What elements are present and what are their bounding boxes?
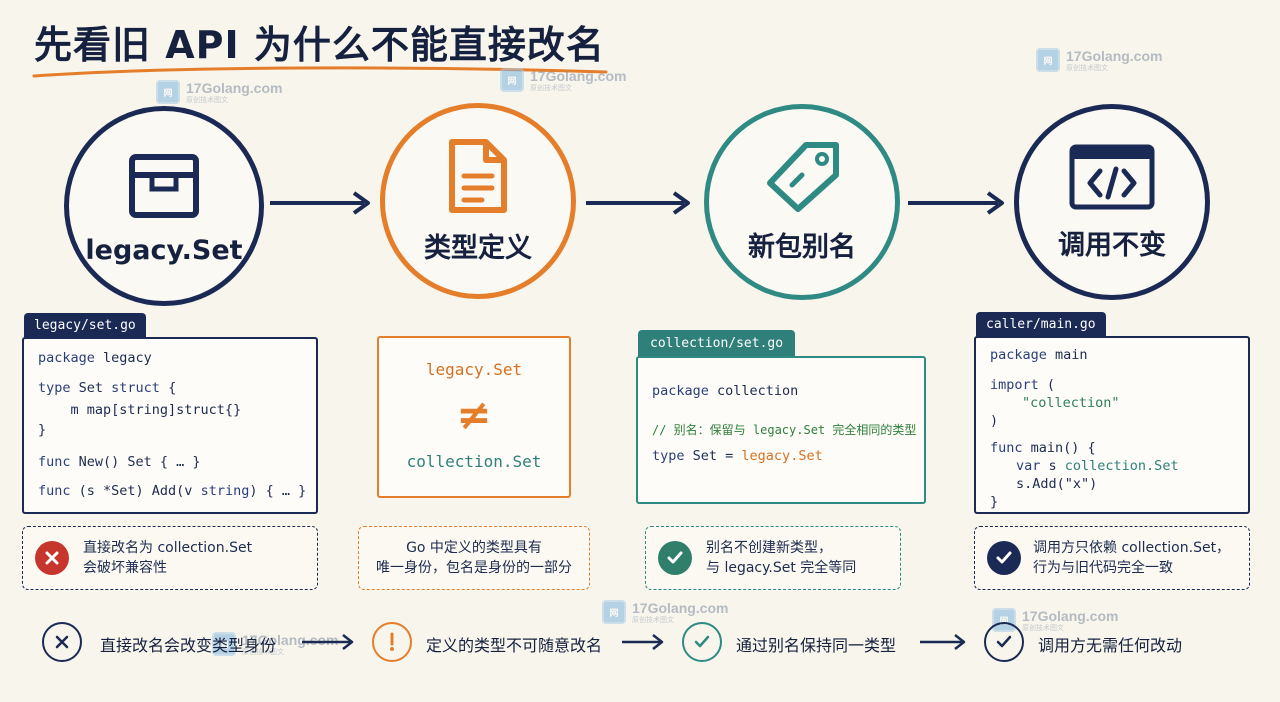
step-label: legacy.Set bbox=[85, 234, 243, 266]
code-line: m map[string]struct{} bbox=[38, 402, 242, 418]
page-title: 先看旧 API 为什么不能直接改名 bbox=[34, 23, 605, 67]
code-line: import ( bbox=[990, 377, 1056, 393]
note-line: Go 中定义的类型具有 bbox=[406, 539, 542, 556]
tag-icon bbox=[767, 141, 839, 212]
watermark-sub: 原创技术图文 bbox=[1022, 623, 1064, 632]
summary-arrow bbox=[920, 634, 966, 650]
step-circle-legacy-set: legacy.Set bbox=[64, 106, 264, 306]
summary-text: 定义的类型不可随意改名 bbox=[426, 636, 603, 655]
note-type-identity: Go 中定义的类型具有 唯一身份，包名是身份的一部分 bbox=[358, 526, 590, 590]
check-icon bbox=[682, 622, 722, 662]
flow-arrow bbox=[270, 191, 370, 215]
code-line: type Set = legacy.Set bbox=[652, 448, 823, 464]
code-panel-legacy: package legacy type Set struct { m map[s… bbox=[22, 337, 318, 514]
code-line: func main() { bbox=[990, 440, 1096, 456]
watermark-sub: 原创技术图文 bbox=[1066, 63, 1108, 72]
flow-arrow bbox=[908, 191, 1004, 215]
code-line: var s collection.Set bbox=[1016, 458, 1179, 474]
watermark-sub: 原创技术图文 bbox=[632, 615, 674, 624]
document-icon bbox=[449, 138, 507, 213]
note-line: 会破坏兼容性 bbox=[83, 560, 167, 576]
step-label: 类型定义 bbox=[424, 232, 532, 264]
code-panel-collection: package collection // 别名：保留与 legacy.Set … bbox=[636, 356, 926, 504]
title-underline bbox=[32, 66, 608, 78]
summary-text: 通过别名保持同一类型 bbox=[736, 636, 897, 655]
code-line: ) bbox=[990, 413, 999, 429]
summary-text: 调用方无需任何改动 bbox=[1038, 636, 1183, 655]
check-circle-icon bbox=[658, 541, 692, 575]
compare-panel: legacy.Set ≠ collection.Set bbox=[377, 336, 571, 498]
code-line: } bbox=[38, 422, 47, 438]
note-alias-same: 别名不创建新类型， 与 legacy.Set 完全等同 bbox=[645, 526, 901, 590]
watermark-text: 17Golang.com bbox=[632, 599, 729, 616]
code-window-icon bbox=[1069, 144, 1155, 209]
step-label: 调用不变 bbox=[1058, 229, 1166, 261]
watermark-text: 17Golang.com bbox=[1022, 607, 1119, 624]
watermark-sub: 原创技术图文 bbox=[186, 95, 228, 104]
note-line: 调用方只依赖 collection.Set， bbox=[1033, 539, 1231, 556]
step-circle-type-definition: 类型定义 bbox=[380, 103, 576, 299]
watermark-logo-icon: 网 bbox=[1036, 48, 1060, 72]
file-tab-collection: collection/set.go bbox=[638, 330, 796, 357]
check-icon bbox=[984, 622, 1024, 662]
x-circle-icon bbox=[35, 541, 69, 575]
watermark-text: 17Golang.com bbox=[1066, 47, 1163, 64]
code-line: package legacy bbox=[38, 350, 152, 366]
box-icon bbox=[129, 153, 199, 218]
code-line: func New() Set { … } bbox=[38, 454, 201, 470]
note-line: 别名不创建新类型， bbox=[706, 539, 832, 556]
not-equal-symbol: ≠ bbox=[456, 390, 492, 439]
file-tab-caller: caller/main.go bbox=[976, 312, 1106, 337]
flow-arrow bbox=[586, 191, 690, 215]
note-line: 唯一身份，包名是身份的一部分 bbox=[376, 560, 572, 576]
code-panel-caller: package main import ( "collection" ) fun… bbox=[974, 336, 1250, 514]
note-caller-consistent: 调用方只依赖 collection.Set， 行为与旧代码完全一致 bbox=[974, 526, 1250, 590]
watermark-logo-icon: 网 bbox=[156, 80, 180, 104]
x-icon bbox=[42, 622, 82, 662]
code-line: } bbox=[990, 494, 999, 510]
code-line: s.Add("x") bbox=[1016, 476, 1098, 492]
step-circle-caller-unchanged: 调用不变 bbox=[1014, 104, 1210, 300]
code-line: package main bbox=[990, 347, 1088, 363]
code-line: type Set struct { bbox=[38, 380, 177, 396]
code-line: package collection bbox=[652, 383, 799, 399]
exclamation-icon bbox=[372, 622, 412, 662]
compare-right: collection.Set bbox=[406, 452, 542, 471]
summary-arrow bbox=[622, 634, 664, 650]
code-line: "collection" bbox=[1022, 395, 1120, 411]
summary-text: 直接改名会改变类型身份 bbox=[100, 636, 277, 655]
compare-left: legacy.Set bbox=[425, 360, 523, 379]
step-circle-new-alias: 新包别名 bbox=[704, 104, 900, 300]
watermark-text: 17Golang.com bbox=[186, 79, 283, 96]
note-line: 与 legacy.Set 完全等同 bbox=[706, 560, 857, 576]
note-line: 行为与旧代码完全一致 bbox=[1033, 560, 1173, 576]
step-label: 新包别名 bbox=[748, 231, 856, 263]
check-circle-icon bbox=[987, 541, 1021, 575]
watermark-logo-icon: 网 bbox=[602, 600, 626, 624]
summary-arrow bbox=[302, 634, 354, 650]
note-rename-breaks: 直接改名为 collection.Set 会破坏兼容性 bbox=[22, 526, 318, 590]
code-comment: // 别名：保留与 legacy.Set 完全相同的类型 bbox=[652, 423, 917, 437]
code-line: func (s *Set) Add(v string) { … } bbox=[38, 483, 307, 499]
watermark-sub: 原创技术图文 bbox=[530, 83, 572, 92]
note-line: 直接改名为 collection.Set bbox=[83, 539, 253, 556]
file-tab-legacy: legacy/set.go bbox=[24, 313, 146, 338]
